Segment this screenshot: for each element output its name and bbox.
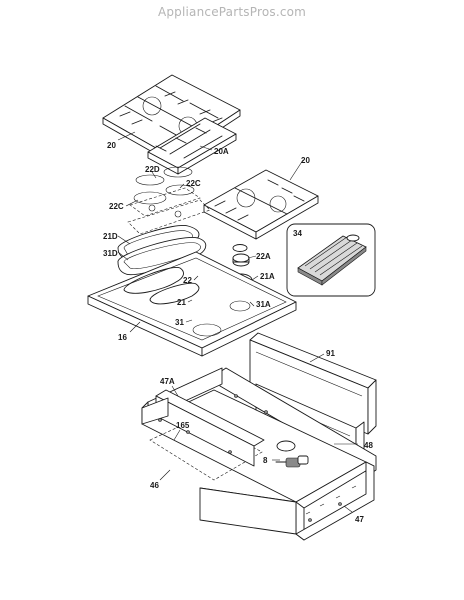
leader-lines [117,131,358,513]
burner-box-chassis[interactable] [141,367,377,541]
label-31A: 31A [256,300,271,309]
label-165: 165 [176,421,190,430]
griddle-accessory-inset[interactable] [286,223,376,297]
label-22C-left: 22C [109,202,124,211]
label-20A: 20A [214,147,229,156]
label-20-left: 20 [107,141,116,150]
burner-cap-small[interactable] [232,244,250,267]
label-31D: 31D [103,249,118,258]
label-20-right: 20 [301,156,310,165]
label-22D: 22D [145,165,160,174]
watermark: AppliancePartsPros.com [157,5,307,19]
label-31: 31 [175,318,184,327]
label-47A: 47A [160,377,175,386]
label-34: 34 [293,229,302,238]
label-8: 8 [263,456,268,465]
label-22C-right: 22C [186,179,201,188]
label-48: 48 [364,441,373,450]
label-22: 22 [183,276,192,285]
burner-seal-set[interactable] [127,166,211,235]
label-21D: 21D [103,232,118,241]
label-91: 91 [326,349,335,358]
label-16: 16 [118,333,127,342]
label-22A: 22A [256,252,271,261]
label-21A: 21A [260,272,275,281]
label-47: 47 [355,515,364,524]
burner-grate-right[interactable] [203,169,319,240]
gas-valve-assembly[interactable] [275,440,309,468]
label-46: 46 [150,481,159,490]
label-21: 21 [177,298,186,307]
part-labels: 20 20A 20 22D 22C 22C 21D 31D 22A 21A 22… [103,141,373,524]
